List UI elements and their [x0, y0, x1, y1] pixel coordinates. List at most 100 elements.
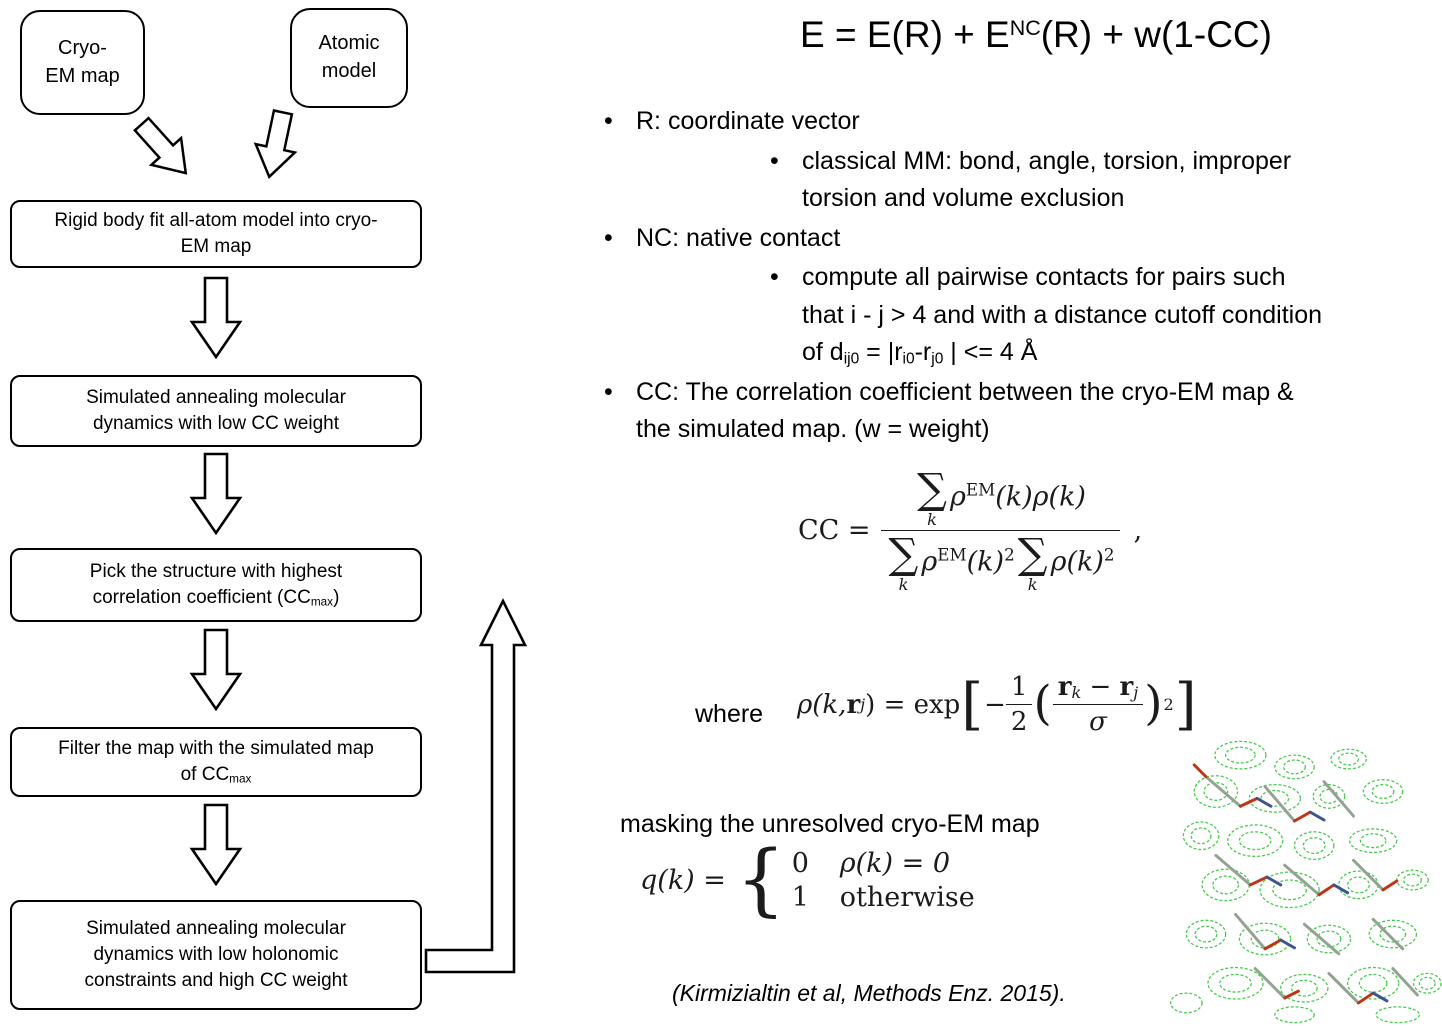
bullet-item-classical-mm: • classical MM: bond, angle, torsion, im…	[770, 143, 1442, 218]
down-arrow-icon	[185, 452, 247, 536]
bold-r: r	[1057, 672, 1072, 702]
bullet-text-part: compute all pairwise contacts for pairs …	[802, 263, 1322, 366]
numerator: 1	[1010, 672, 1028, 702]
bullet-icon: •	[604, 107, 613, 135]
box-label-text: )	[333, 587, 340, 608]
cases-brace: {	[735, 834, 786, 926]
r-sigma-fraction: rk − rj σ	[1052, 672, 1144, 737]
box-label: Filter the map with the simulated map of…	[58, 736, 374, 788]
down-arrow-icon	[185, 276, 247, 360]
case-value: 1	[791, 882, 809, 913]
bullet-icon: •	[770, 263, 779, 291]
open-bracket: [	[961, 671, 984, 737]
sigma-denominator: σ	[1052, 704, 1144, 737]
bullet-icon: •	[770, 146, 779, 175]
bullet-text: compute all pairwise contacts for pairs …	[802, 259, 1322, 372]
minus-sign: −	[984, 689, 1006, 720]
subscript-i0: i0	[902, 350, 915, 368]
flowchart-box-atomic-model: Atomic model	[290, 8, 408, 108]
cryo-em-density-figure	[1147, 734, 1442, 1026]
molecule-svg	[1169, 740, 1442, 1024]
down-arrow-icon	[241, 105, 310, 185]
box-label: Rigid body fit all-atom model into cryo-…	[54, 209, 378, 257]
bullet-text: R: coordinate vector	[636, 107, 860, 135]
numerator: rk − rj	[1053, 672, 1144, 704]
flowchart-box-sa-high-cc: Simulated annealing molecular dynamics w…	[10, 900, 422, 1010]
comma: ,	[1133, 515, 1143, 547]
sigma: ∑	[1017, 529, 1048, 579]
rho: ρ	[921, 546, 938, 578]
bullet-list: • R: coordinate vector • classical MM: b…	[604, 103, 1442, 451]
bullet-item-cc: • CC: The correlation coefficient betwee…	[604, 374, 1442, 449]
box-label: Cryo- EM map	[45, 36, 120, 87]
equation-text: (k)	[966, 546, 1005, 578]
rho: ρ	[950, 481, 966, 513]
down-arrow-icon	[185, 628, 247, 712]
box-label-text: Filter the map with the simulated map of…	[58, 737, 374, 785]
masking-label: masking the unresolved cryo-EM map	[620, 810, 1040, 838]
subscript-k: k	[1071, 682, 1082, 702]
close-paren: )	[1144, 676, 1163, 731]
sum-icon: ∑k	[1018, 533, 1048, 593]
flowchart-box-rigid-body-fit: Rigid body fit all-atom model into cryo-…	[10, 200, 422, 268]
sum-index: k	[927, 509, 937, 529]
sum-icon: ∑k	[889, 533, 919, 593]
subscript-j: j	[860, 695, 866, 714]
flowchart-box-pick-structure: Pick the structure with highest correlat…	[10, 548, 422, 622]
sigma: ∑	[917, 464, 947, 513]
bold-r: r	[846, 689, 861, 720]
case-value: 0	[791, 848, 809, 879]
bullet-text-part: = |r	[859, 338, 903, 366]
feedback-loop-up-arrow-icon	[424, 595, 529, 990]
equation-lhs: q(k) =	[640, 865, 726, 896]
bullet-text-part: | <= 4 Å	[943, 338, 1038, 366]
nc-superscript: NC	[1009, 16, 1041, 41]
down-right-arrow-icon	[120, 104, 208, 193]
bullet-icon: •	[604, 377, 613, 406]
sigma: ∑	[888, 529, 919, 579]
open-paren: (	[1033, 676, 1052, 731]
cc-max-subscript: max	[310, 595, 334, 609]
equation-text: (R) + w(1-CC)	[1040, 14, 1272, 55]
flowchart-box-sa-low-cc: Simulated annealing molecular dynamics w…	[10, 375, 422, 447]
em-superscript: EM	[937, 544, 967, 565]
box-label: Atomic model	[318, 32, 380, 82]
flowchart-box-filter-map: Filter the map with the simulated map of…	[10, 727, 422, 797]
equation-lhs: CC =	[798, 515, 871, 547]
citation: (Kirmizialtin et al, Methods Enz. 2015).	[672, 980, 1066, 1006]
where-label: where	[695, 700, 764, 728]
power-2: 2	[1163, 695, 1174, 714]
bullet-text: CC: The correlation coefficient between …	[636, 377, 1294, 444]
equation-text: (k)ρ(k)	[995, 481, 1086, 513]
minus-sign: −	[1081, 672, 1120, 702]
equation-text: ρ(k,	[797, 689, 847, 720]
equation-text: E = E(R) + E	[800, 14, 1010, 55]
down-arrow-icon	[185, 803, 247, 887]
equation-text: ) = exp	[865, 689, 961, 720]
box-label: Simulated annealing molecular dynamics w…	[86, 386, 346, 434]
sum-index: k	[898, 574, 909, 594]
bullet-item-r: • R: coordinate vector	[604, 103, 1442, 141]
sum-icon: ∑k	[917, 468, 947, 528]
close-bracket: ]	[1174, 671, 1197, 737]
bold-r: r	[1119, 672, 1134, 702]
energy-equation: E = E(R) + ENC(R) + w(1-CC)	[800, 14, 1272, 56]
bullet-text-part: -r	[914, 338, 932, 366]
em-superscript: EM	[965, 479, 996, 500]
bullet-text: classical MM: bond, angle, torsion, impr…	[802, 146, 1292, 213]
bullet-icon: •	[604, 223, 613, 252]
box-label: Pick the structure with highest correlat…	[90, 559, 342, 611]
power-2: 2	[1103, 544, 1115, 565]
bullet-item-pairwise-contacts: • compute all pairwise contacts for pair…	[770, 259, 1442, 372]
denominator: 2	[1005, 704, 1033, 737]
